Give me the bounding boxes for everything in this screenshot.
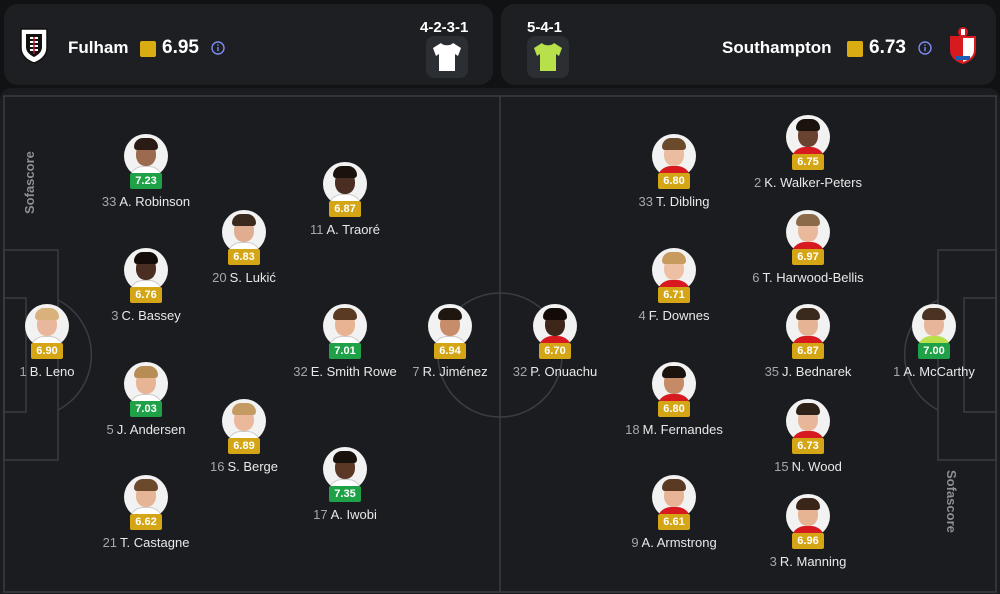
player-avatar [786,210,830,254]
away-info-icon[interactable] [918,41,932,55]
player-rating: 6.89 [228,438,260,454]
home-jersey [426,36,468,78]
player-rating: 6.87 [792,343,824,359]
southampton-crest-icon [950,27,976,64]
player-rating: 6.71 [658,287,690,303]
away-team-name[interactable]: Southampton [722,38,832,57]
player-rating: 7.00 [918,343,950,359]
player-avatar [786,115,830,159]
player-avatar [652,134,696,178]
player-rating: 6.80 [658,173,690,189]
away-team-rating: 6.73 [869,37,906,58]
player-avatar [786,399,830,443]
player-avatar [124,362,168,406]
player-rating: 6.75 [792,154,824,170]
sofascore-watermark-right: Sofascore [944,470,959,533]
player-rating: 7.23 [130,173,162,189]
player-rating: 6.87 [329,201,361,217]
player-rating: 6.62 [130,514,162,530]
away-team-card[interactable]: 5-4-1 Southampton 6.73 [501,4,996,85]
player-rating: 6.80 [658,401,690,417]
home-team-card[interactable]: Fulham 6.95 4-2-3-1 [4,4,493,85]
player-rating: 6.94 [434,343,466,359]
player-rating: 6.70 [539,343,571,359]
home-formation: 4-2-3-1 [420,19,469,36]
player-avatar [222,210,266,254]
player-rating: 6.96 [792,533,824,549]
player-rating: 7.01 [329,343,361,359]
player-rating: 6.73 [792,438,824,454]
player-avatar [652,248,696,292]
player-avatar [323,447,367,491]
home-team-rating: 6.95 [162,37,199,58]
player-avatar [652,362,696,406]
player-rating: 6.97 [792,249,824,265]
player-rating: 7.03 [130,401,162,417]
away-rating-square [847,41,863,57]
away-formation: 5-4-1 [527,19,563,36]
home-team-name[interactable]: Fulham [68,38,129,57]
player-avatar [323,162,367,206]
player-avatar [222,399,266,443]
player-avatar [25,304,69,348]
player-avatar [652,475,696,519]
sofascore-watermark-left: Sofascore [22,151,37,214]
player-avatar [124,475,168,519]
player-rating: 6.83 [228,249,260,265]
player-rating: 6.76 [130,287,162,303]
player-avatar [912,304,956,348]
player-avatar [428,304,472,348]
away-jersey [527,36,569,78]
player-avatar [124,134,168,178]
pitch [0,88,1000,594]
player-avatar [786,304,830,348]
home-info-icon[interactable] [211,41,225,55]
player-avatar [786,494,830,538]
away-jersey-icon [534,43,562,71]
player-avatar [124,248,168,292]
home-jersey-icon [433,43,461,71]
player-rating: 7.35 [329,486,361,502]
fulham-crest-icon [20,28,48,64]
player-avatar [323,304,367,348]
player-avatar [533,304,577,348]
player-rating: 6.90 [31,343,63,359]
home-rating-square [140,41,156,57]
player-rating: 6.61 [658,514,690,530]
